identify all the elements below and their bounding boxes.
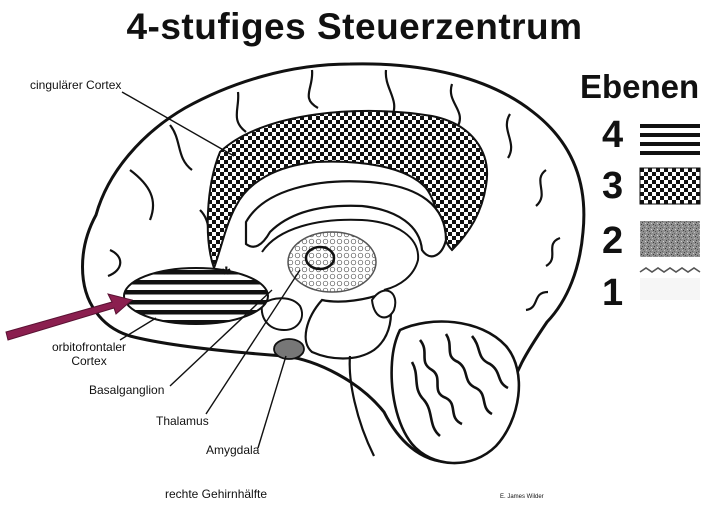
label-orbitofrontal-cortex: orbitofrontaler Cortex [52,340,126,368]
label-orbitofrontal-line1: orbitofrontaler [52,340,126,354]
legend-swatch-level4 [640,124,700,155]
legend-level-4-number: 4 [602,115,623,155]
label-orbitofrontal-line2: Cortex [52,354,126,368]
pons-curve [372,291,395,318]
label-right-hemisphere: rechte Gehirnhälfte [165,487,267,501]
legend-level-2-number: 2 [602,221,623,261]
legend-title: Ebenen [580,68,699,106]
legend-swatch-level1 [640,268,700,272]
legend-swatch-level3 [640,168,700,204]
credit-text: E. James Wilder [500,490,544,504]
cerebellum [392,322,519,464]
label-cingulate-cortex: cingulärer Cortex [30,78,121,92]
legend-swatch-level1-fill [640,278,700,300]
orbitofrontal-cortex-region [124,268,268,324]
legend-level-3-number: 3 [602,166,623,206]
asterisk-marker: * [222,262,231,287]
legend-level-1-number: 1 [602,273,623,313]
leader-amygdala [258,356,286,448]
label-amygdala: Amygdala [206,443,259,457]
amygdala-region [274,339,304,359]
label-basal-ganglion: Basalganglion [89,383,164,397]
label-thalamus: Thalamus [156,414,209,428]
legend-swatch-level2 [640,221,700,257]
